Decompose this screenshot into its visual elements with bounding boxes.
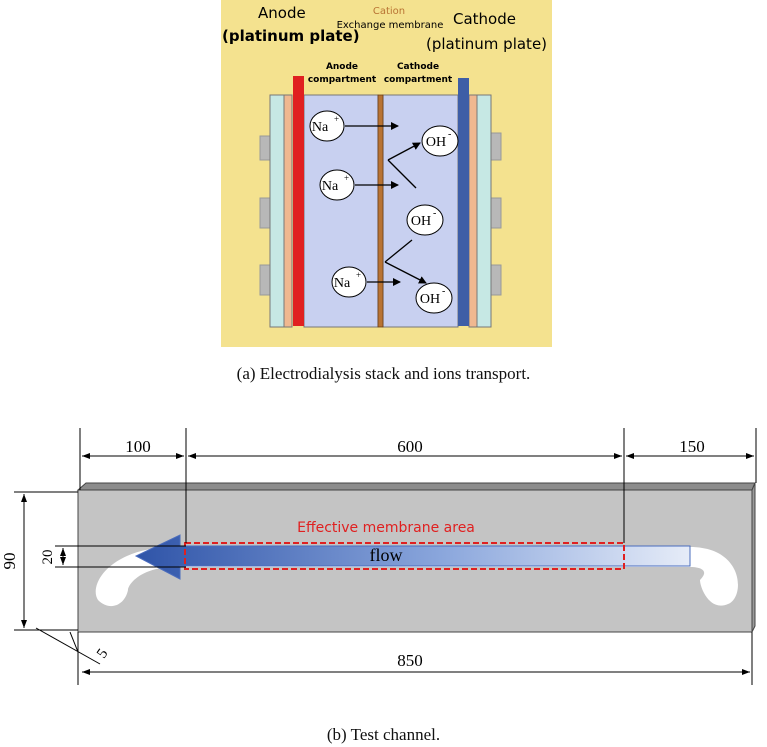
end-plate-right bbox=[476, 94, 492, 328]
anode-title: Anode bbox=[258, 4, 306, 22]
ion-na-2: Na + bbox=[319, 169, 355, 201]
plate-top-edge bbox=[76, 482, 756, 491]
gasket-right bbox=[468, 94, 478, 328]
caption-b: (b) Test channel. bbox=[326, 725, 441, 744]
cathode-title: Cathode bbox=[453, 10, 516, 28]
ion-na-2-symbol: Na bbox=[322, 179, 339, 194]
ion-oh-2-charge: - bbox=[433, 208, 436, 219]
effective-membrane-area-label: Effective membrane area bbox=[297, 520, 475, 536]
bolt-left-bottom bbox=[259, 264, 271, 296]
ion-oh-1-symbol: OH bbox=[426, 135, 446, 150]
bolt-right-top bbox=[490, 132, 502, 161]
flow-label: flow bbox=[370, 545, 403, 565]
arrow-oh-1 bbox=[387, 142, 421, 161]
end-plate-left bbox=[269, 94, 285, 328]
dim-label-600: 600 bbox=[397, 437, 423, 456]
test-channel-diagram: flow Effective membrane area 100 600 150… bbox=[0, 428, 757, 685]
anode-subtitle: (platinum plate) bbox=[222, 27, 360, 45]
anode-platinum-plate bbox=[293, 76, 304, 326]
arrow-oh-3 bbox=[384, 261, 427, 284]
arrow-oh-1-line bbox=[387, 159, 417, 189]
dim-label-5: 5 bbox=[94, 646, 111, 661]
dim-label-850: 850 bbox=[397, 651, 423, 670]
effective-membrane-area-box bbox=[184, 542, 625, 570]
ion-na-1: Na + bbox=[309, 110, 345, 142]
bolt-left-top bbox=[259, 135, 271, 161]
cathode-compartment-label-line2: compartment bbox=[384, 75, 453, 85]
ion-na-1-charge: + bbox=[334, 114, 339, 124]
dim-label-20: 20 bbox=[40, 550, 56, 565]
anode-compartment-label-line2: compartment bbox=[308, 75, 377, 85]
dim-label-100: 100 bbox=[125, 437, 151, 456]
arrow-oh-3-line bbox=[384, 239, 413, 263]
ion-oh-3-symbol: OH bbox=[420, 292, 440, 307]
ion-oh-1-charge: - bbox=[448, 129, 451, 140]
membrane-label: Exchange membrane bbox=[337, 20, 444, 31]
dim-line-thickness bbox=[35, 627, 101, 665]
electrodialysis-diagram: Anode (platinum plate) Cation Exchange m… bbox=[221, 0, 552, 347]
ion-oh-3-charge: - bbox=[442, 286, 445, 297]
cation-title: Cation bbox=[373, 6, 405, 17]
gasket-left bbox=[283, 94, 293, 328]
cation-exchange-membrane bbox=[377, 94, 384, 328]
bolt-right-middle bbox=[490, 197, 502, 229]
dim-label-150: 150 bbox=[679, 437, 705, 456]
cathode-platinum-plate bbox=[458, 78, 469, 326]
anode-compartment-label-line1: Anode bbox=[326, 62, 358, 72]
ion-na-2-charge: + bbox=[344, 173, 349, 183]
ion-na-3-charge: + bbox=[356, 270, 361, 280]
ion-na-1-symbol: Na bbox=[312, 120, 329, 135]
cathode-subtitle: (platinum plate) bbox=[426, 35, 547, 53]
ion-oh-2-symbol: OH bbox=[411, 214, 431, 229]
bolt-right-bottom bbox=[490, 264, 502, 296]
caption-a: (a) Electrodialysis stack and ions trans… bbox=[236, 364, 531, 383]
ion-oh-1: OH - bbox=[421, 125, 459, 157]
ext-line-thickness bbox=[69, 631, 79, 653]
dim-label-90: 90 bbox=[0, 553, 19, 570]
bolt-left-middle bbox=[259, 197, 271, 229]
ion-oh-3: OH - bbox=[415, 282, 453, 314]
ion-na-3: Na + bbox=[331, 266, 367, 298]
ion-na-3-symbol: Na bbox=[334, 276, 351, 291]
ion-oh-2: OH - bbox=[406, 204, 444, 236]
cathode-compartment-label-line1: Cathode bbox=[397, 62, 439, 72]
